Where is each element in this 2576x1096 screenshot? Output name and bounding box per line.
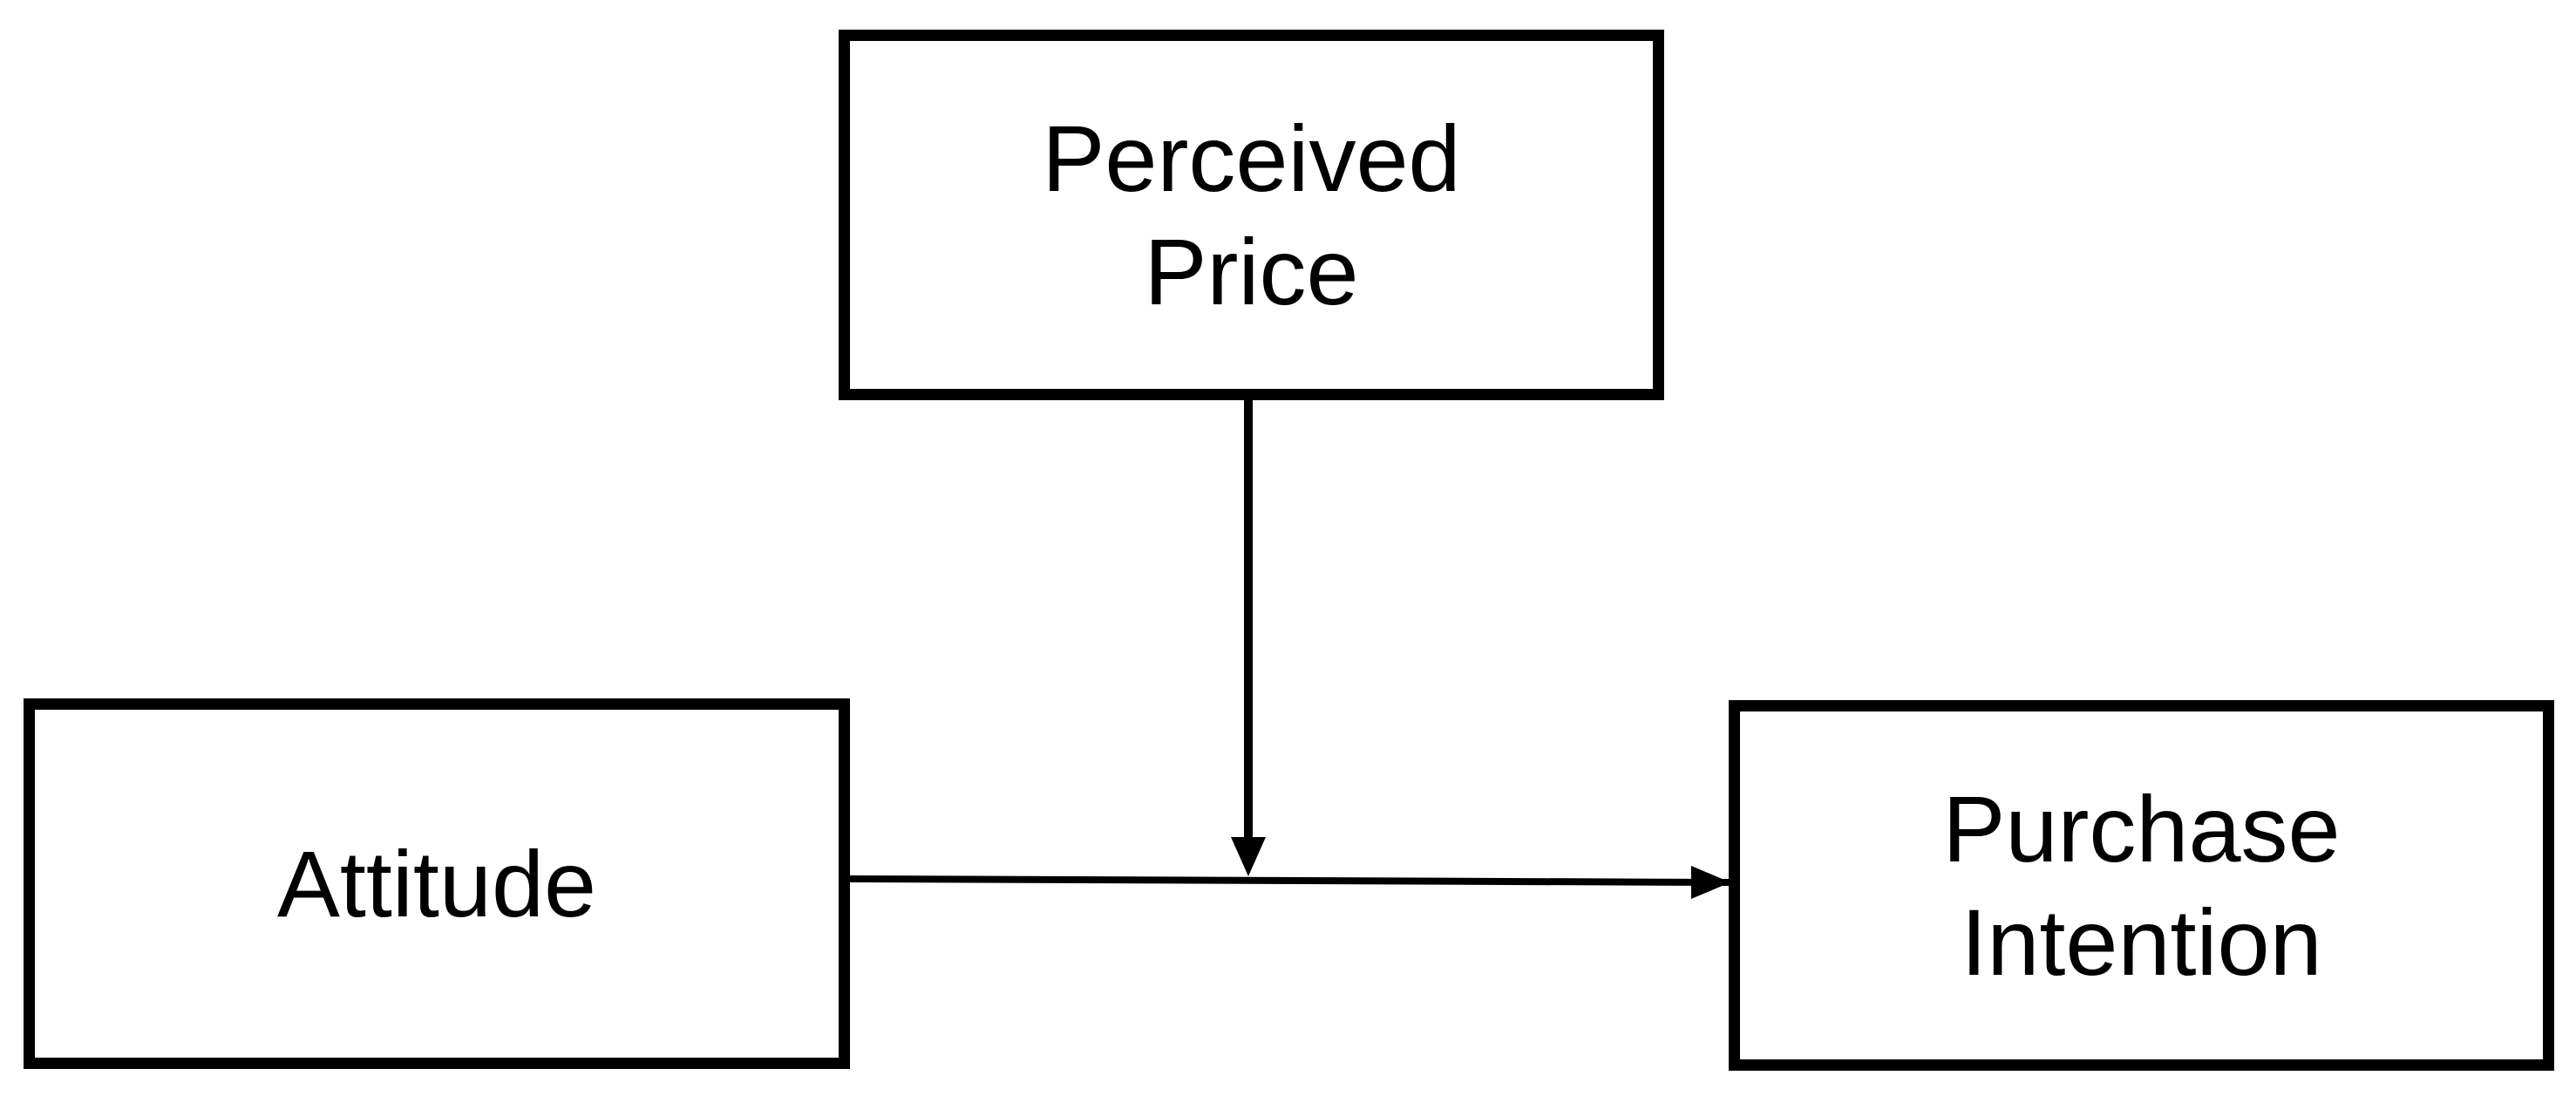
purchase-intention-node: Purchase Intention xyxy=(1729,700,2554,1071)
arrowhead-moderation xyxy=(1231,837,1266,876)
arrow-attitude-to-purchase-intention xyxy=(849,875,1730,886)
purchase-intention-label: Purchase Intention xyxy=(1942,775,2341,995)
perceived-price-node: Perceived Price xyxy=(839,30,1664,400)
perceived-price-label: Perceived Price xyxy=(1042,105,1461,324)
arrowhead-purchase-intention xyxy=(1691,866,1730,899)
attitude-node: Attitude xyxy=(24,698,850,1069)
attitude-label: Attitude xyxy=(276,830,597,936)
